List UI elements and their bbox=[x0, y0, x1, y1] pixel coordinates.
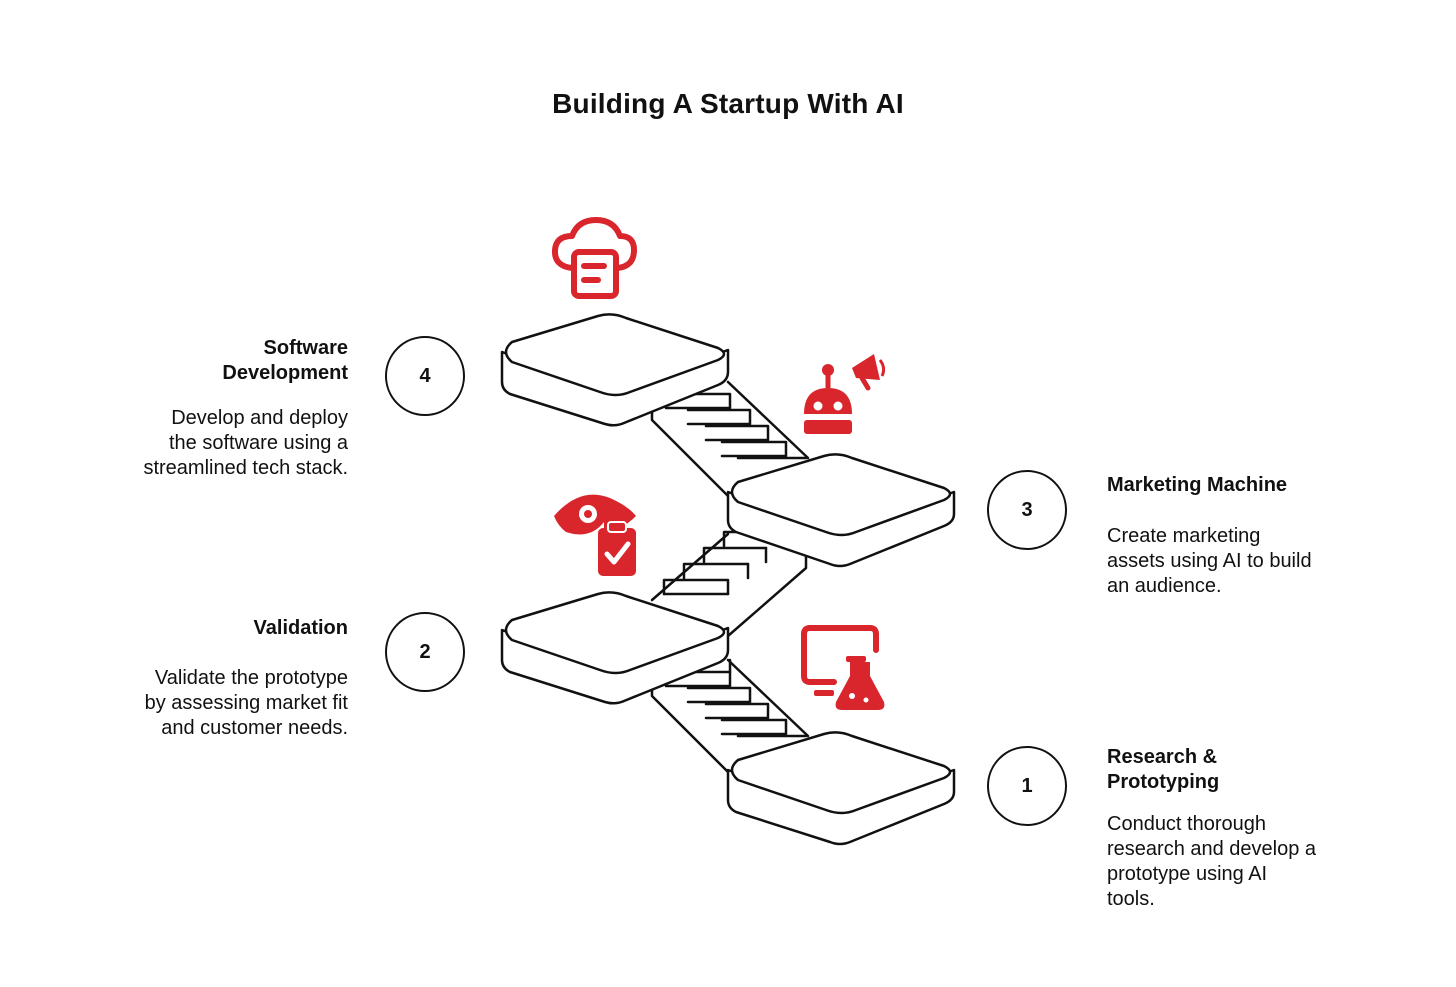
platform-4 bbox=[500, 313, 730, 427]
step-4-badge: 4 bbox=[385, 336, 465, 416]
platform-1 bbox=[726, 731, 956, 846]
step-2-title: Validation bbox=[253, 617, 348, 639]
computer-flask-icon bbox=[801, 625, 885, 710]
step-1-badge: 1 bbox=[987, 746, 1067, 826]
cloud-document-icon bbox=[551, 217, 637, 299]
step-3-badge: 3 bbox=[987, 470, 1067, 550]
step-2-badge: 2 bbox=[385, 612, 465, 692]
step-3-title: Marketing Machine bbox=[1107, 474, 1288, 496]
page-title: Building A Startup With AI bbox=[552, 88, 904, 119]
platform-3 bbox=[726, 453, 956, 568]
platform-2 bbox=[500, 591, 730, 705]
eye-clipboard-check-icon bbox=[554, 494, 636, 576]
step-2-description: Validate the prototype by assessing mark… bbox=[144, 667, 348, 739]
step-1-title: Research & Prototyping bbox=[1107, 746, 1220, 793]
step-1-description: Conduct thorough research and develop a … bbox=[1107, 813, 1317, 910]
step-4-description: Develop and deploy the software using a … bbox=[143, 407, 348, 479]
step-4-title: Software Development bbox=[222, 337, 348, 384]
robot-megaphone-icon bbox=[804, 354, 886, 434]
step-3-description: Create marketing assets using AI to buil… bbox=[1107, 525, 1312, 597]
